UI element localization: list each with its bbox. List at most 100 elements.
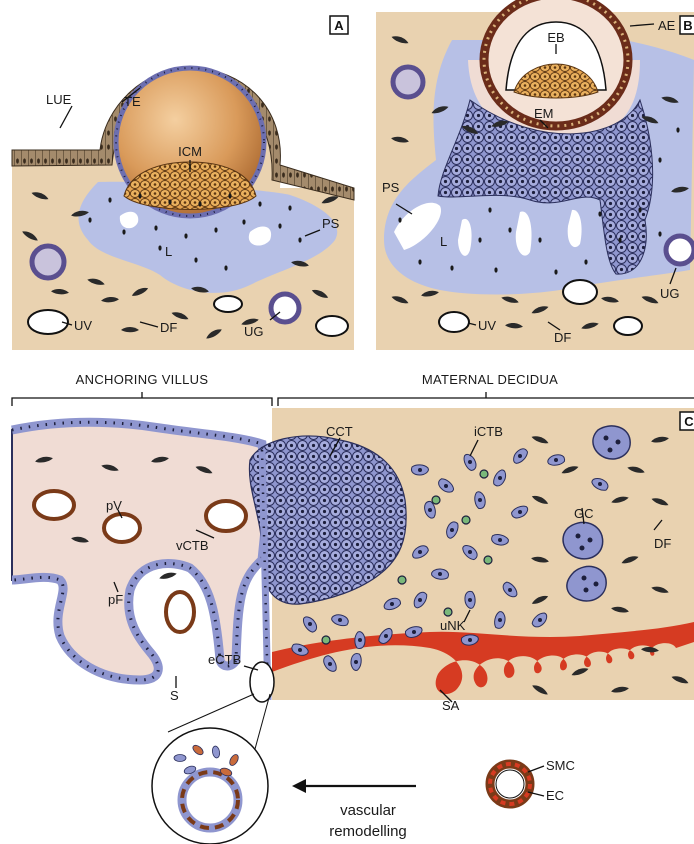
syncytial-nucleus	[198, 201, 201, 206]
label-te: TE	[124, 94, 141, 109]
artery-lumen	[496, 770, 524, 798]
trophoblast-nucleus	[412, 630, 416, 634]
syncytial-nucleus	[494, 267, 497, 272]
syncytial-nucleus	[214, 227, 217, 232]
giant-cell	[593, 426, 630, 459]
syncytial-nucleus	[298, 237, 301, 242]
unk-cell	[480, 470, 488, 478]
label-ectb: eCTB	[208, 652, 241, 667]
trophoblast-nucleus	[468, 638, 472, 642]
label-ug: UG	[244, 324, 264, 339]
syncytial-nucleus	[478, 237, 481, 242]
remodelling-arrow	[292, 779, 416, 793]
bracket-anchoring-villus	[12, 392, 272, 406]
panel-b-tag: B	[683, 18, 692, 33]
uterine-vessel	[614, 317, 642, 335]
caption-line-2: remodelling	[329, 823, 407, 840]
trophoblast-nucleus	[468, 598, 472, 602]
label-uv-b: UV	[478, 318, 496, 333]
syncytial-nucleus	[638, 207, 641, 212]
trophoblast-nucleus	[418, 468, 422, 472]
section-maternal-decidua: MATERNAL DECIDUA	[422, 372, 558, 387]
uterine-gland	[393, 67, 423, 97]
trophoblast-nucleus	[498, 476, 502, 480]
label-uv: UV	[74, 318, 92, 333]
panel-a-tag: A	[334, 18, 344, 33]
syncytial-nucleus	[658, 231, 661, 236]
syncytial-nucleus	[158, 245, 161, 250]
syncytial-nucleus	[288, 205, 291, 210]
syncytial-nucleus	[184, 233, 187, 238]
syncytial-nucleus	[108, 197, 111, 202]
uterine-gland	[666, 236, 694, 264]
syncytial-nucleus	[676, 127, 679, 132]
trophoblast-nucleus	[308, 622, 312, 626]
label-eb: EB	[547, 30, 564, 45]
label-ug-b: UG	[660, 286, 680, 301]
section-anchoring-villus: ANCHORING VILLUS	[76, 372, 209, 387]
syncytial-nucleus	[138, 193, 141, 198]
giant-cell	[563, 522, 603, 558]
syncytial-nucleus	[538, 237, 541, 242]
label-ictb: iCTB	[474, 424, 503, 439]
label-lue: LUE	[46, 92, 72, 107]
syncytial-nucleus	[658, 157, 661, 162]
label-pv: pV	[106, 498, 122, 513]
trophoblast-nucleus	[538, 618, 542, 622]
fetal-vessel	[34, 491, 74, 519]
uterine-vessel	[439, 312, 469, 332]
trophoblast-nucleus	[428, 508, 432, 512]
label-em: EM	[534, 106, 554, 121]
leader-smc	[528, 766, 544, 772]
trophoblast-nucleus	[338, 618, 342, 622]
syncytial-nucleus	[224, 265, 227, 270]
label-vctb: vCTB	[176, 538, 209, 553]
label-cct: CCT	[326, 424, 353, 439]
trophoblast-nucleus	[354, 660, 358, 664]
label-ae: AE	[658, 18, 676, 33]
panel-a: A LUE TE ICM L PS UV DF UG	[12, 12, 354, 350]
trophoblast-nucleus	[468, 550, 472, 554]
trophoblast-nucleus	[554, 458, 558, 462]
endovascular-lumen	[250, 662, 274, 702]
label-df-c: DF	[654, 536, 671, 551]
unk-cell	[462, 516, 470, 524]
fetal-vessel	[206, 501, 246, 531]
unk-cell	[432, 496, 440, 504]
trophoblast-nucleus	[518, 510, 522, 514]
trophoblast-nucleus	[450, 528, 454, 532]
label-l: L	[165, 244, 172, 259]
unk-cell	[322, 636, 330, 644]
unk-cell	[444, 608, 452, 616]
label-pf: pF	[108, 592, 123, 607]
panel-b: B EB AE EM PS L UG UV DF	[376, 0, 694, 350]
syncytial-nucleus	[508, 227, 511, 232]
syncytial-nucleus	[554, 269, 557, 274]
label-gc: GC	[574, 506, 594, 521]
label-ps-b: PS	[382, 180, 400, 195]
unk-cell	[398, 576, 406, 584]
uterine-gland	[32, 246, 64, 278]
inset-vessel-lumen	[188, 778, 232, 822]
trophoblast-nucleus	[468, 460, 472, 464]
syncytial-nucleus	[88, 217, 91, 222]
caption-line-1: vascular	[340, 802, 396, 819]
label-df: DF	[160, 320, 177, 335]
panel-c-tag: C	[684, 414, 694, 429]
trophoblast-nucleus	[390, 602, 394, 606]
remodelled-vessel-inset	[152, 694, 270, 844]
syncytial-nucleus	[168, 199, 171, 204]
panel-c: C CCT iCTB GC DF pV vCTB pF S eCTB uNK S…	[12, 408, 694, 713]
label-s: S	[170, 688, 179, 703]
label-df-b: DF	[554, 330, 571, 345]
syncytial-nucleus	[278, 223, 281, 228]
syncytial-nucleus	[618, 237, 621, 242]
trophoblast-nucleus	[498, 618, 502, 622]
inset-cell	[174, 755, 186, 762]
uterine-vessel	[214, 296, 242, 312]
syncytial-nucleus	[418, 259, 421, 264]
label-unk: uNK	[440, 618, 466, 633]
syncytial-nucleus	[122, 229, 125, 234]
uterine-gland	[271, 294, 299, 322]
trophoblast-nucleus	[518, 454, 522, 458]
